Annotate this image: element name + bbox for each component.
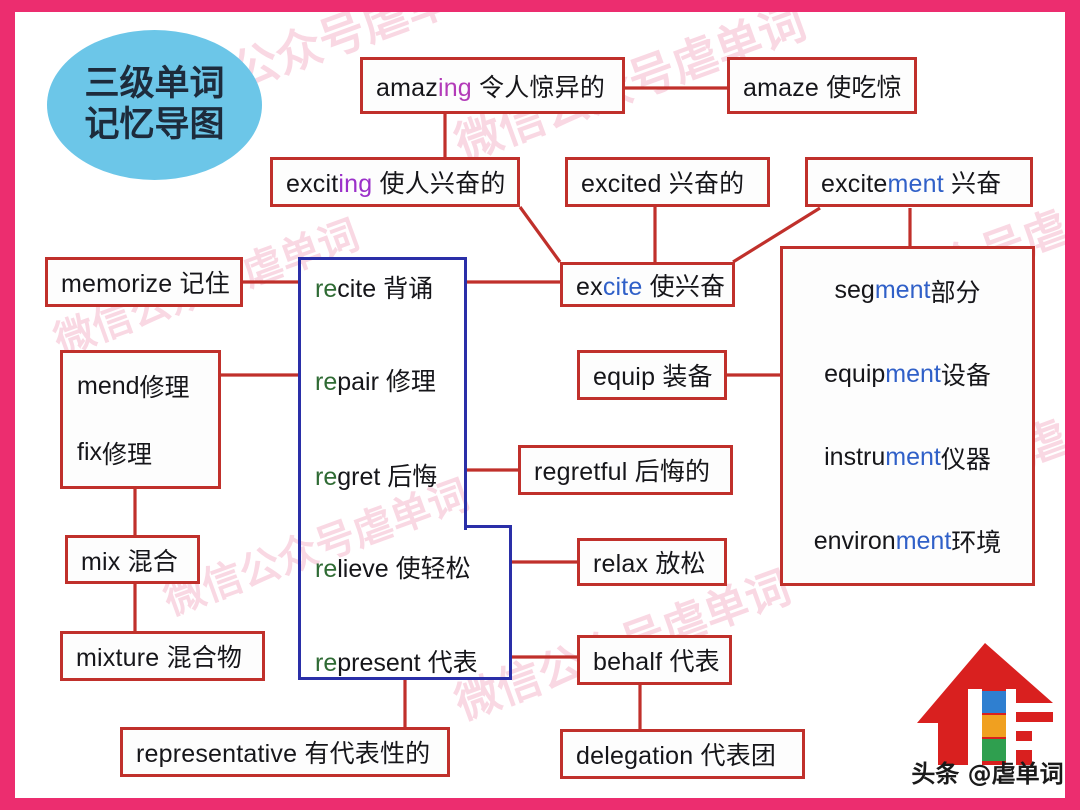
node-recite[interactable]: recite 背诵 bbox=[315, 275, 434, 303]
group-mend-fix[interactable]: mend 修理 fix 修理 bbox=[60, 350, 221, 489]
title-line-1: 三级单词 bbox=[84, 63, 225, 104]
node-amaze[interactable]: amaze 使吃惊 bbox=[727, 57, 917, 114]
node-behalf[interactable]: behalf 代表 bbox=[577, 635, 732, 685]
node-excite-text: excite 使兴奋 bbox=[576, 272, 726, 301]
connector-lines bbox=[133, 86, 912, 729]
mindmap-canvas: 微信公众号虐单词 微信公众号虐单词 微信公众号虐单词 微信公众号虐单词 微信公众… bbox=[15, 12, 1065, 798]
node-regretful[interactable]: regretful 后悔的 bbox=[518, 445, 733, 495]
node-exciting[interactable]: exciting 使人兴奋的 bbox=[270, 157, 520, 207]
node-regret[interactable]: regret 后悔 bbox=[315, 463, 438, 491]
node-excite[interactable]: excite 使兴奋 bbox=[560, 262, 735, 307]
node-repair[interactable]: repair 修理 bbox=[315, 368, 436, 396]
node-amaze-text: amaze 使吃惊 bbox=[743, 73, 902, 102]
logo-caption: 头条 @虐单词 bbox=[911, 760, 1064, 788]
title-line-2: 记忆导图 bbox=[84, 105, 225, 145]
node-mixture-text: mixture 混合物 bbox=[76, 644, 243, 672]
node-memorize[interactable]: memorize 记住 bbox=[45, 257, 243, 307]
group-re-prefix-lower bbox=[298, 527, 512, 680]
node-memorize-text: memorize 记住 bbox=[61, 270, 230, 298]
node-represent[interactable]: represent 代表 bbox=[315, 649, 478, 677]
node-excited[interactable]: excited 兴奋的 bbox=[565, 157, 770, 207]
node-excitement[interactable]: excitement 兴奋 bbox=[805, 157, 1033, 207]
node-exciting-text: exciting 使人兴奋的 bbox=[286, 170, 506, 198]
group-re-prefix-upper bbox=[298, 257, 467, 530]
node-delegation[interactable]: delegation 代表团 bbox=[560, 729, 805, 779]
node-mend: mend 修理 bbox=[77, 371, 190, 403]
node-behalf-text: behalf 代表 bbox=[593, 648, 720, 676]
node-equip-text: equip 装备 bbox=[593, 363, 713, 391]
group-re-prefix-step bbox=[464, 525, 512, 530]
brand-logo bbox=[917, 643, 1056, 767]
node-amazing[interactable]: amazing 令人惊异的 bbox=[360, 57, 625, 114]
node-excited-text: excited 兴奋的 bbox=[581, 170, 745, 198]
node-mix[interactable]: mix 混合 bbox=[65, 535, 200, 584]
node-delegation-text: delegation 代表团 bbox=[576, 742, 777, 770]
node-relax-text: relax 放松 bbox=[593, 550, 706, 578]
node-equip[interactable]: equip 装备 bbox=[577, 350, 727, 400]
node-relieve[interactable]: relieve 使轻松 bbox=[315, 555, 471, 583]
node-regretful-text: regretful 后悔的 bbox=[534, 458, 711, 486]
node-excitement-text: excitement 兴奋 bbox=[821, 170, 1002, 198]
node-representative[interactable]: representative 有代表性的 bbox=[120, 727, 450, 777]
node-fix: fix 修理 bbox=[77, 438, 153, 469]
node-mix-text: mix 混合 bbox=[81, 547, 179, 576]
node-representative-text: representative 有代表性的 bbox=[136, 740, 431, 768]
logo-square-blue bbox=[982, 691, 1006, 713]
logo-square-green bbox=[982, 739, 1006, 761]
node-relax[interactable]: relax 放松 bbox=[577, 538, 727, 586]
node-amazing-text: amazing 令人惊异的 bbox=[376, 73, 606, 102]
page-title: 三级单词 记忆导图 bbox=[47, 30, 262, 180]
logo-square-orange bbox=[982, 715, 1006, 737]
node-mixture[interactable]: mixture 混合物 bbox=[60, 631, 265, 681]
